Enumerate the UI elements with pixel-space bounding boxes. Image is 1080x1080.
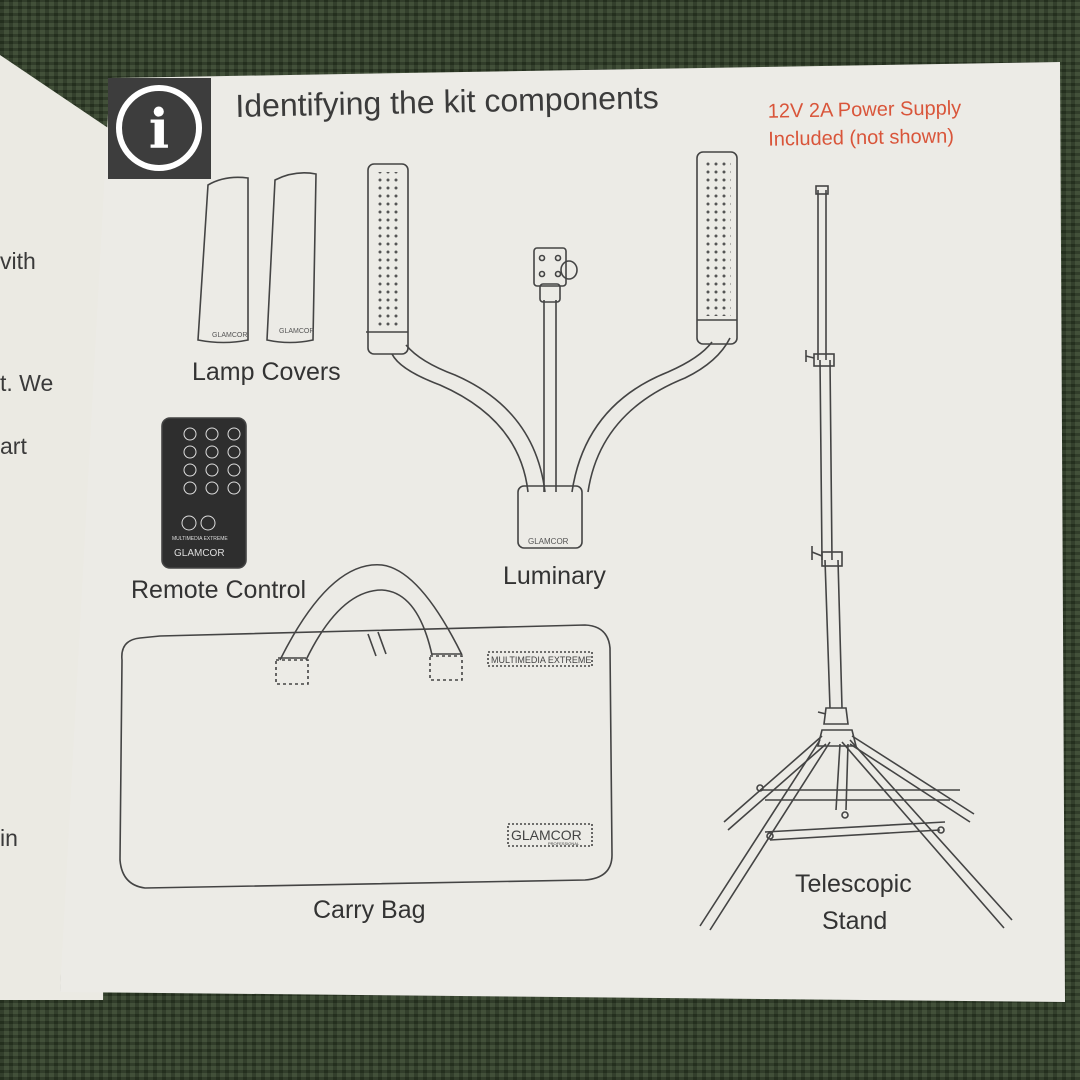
info-icon: i [108,78,211,179]
lamp-covers-illustration: GLAMCOR GLAMCOR [197,172,317,344]
luminary-illustration: GLAMCOR [366,151,738,549]
bag-sub-print: PROFESSIONAL [548,841,580,846]
bag-brand-print: GLAMCOR [511,827,582,843]
luminary-print: GLAMCOR [528,537,569,546]
luminary-label: Luminary [503,562,606,590]
lamp-cover-2-print: GLAMCOR [279,328,314,335]
telescopic-stand-illustration [699,185,1013,931]
lamp-cover-1-print: GLAMCOR [212,332,247,339]
left-page-text-1: vith [0,248,36,274]
info-icon-glyph: i [149,97,170,161]
left-page-text-3: art [0,433,27,459]
remote-control-illustration: MULTIMEDIA EXTREME GLAMCOR [161,417,247,569]
telescopic-stand-label-line1: Telescopic [795,870,912,898]
bag-series-print: MULTIMEDIA EXTREME [491,655,591,665]
left-page-text-4: in [0,825,18,851]
carry-bag-illustration: MULTIMEDIA EXTREME GLAMCOR PROFESSIONAL [119,564,613,889]
carry-bag-label: Carry Bag [313,896,426,924]
lamp-covers-label: Lamp Covers [192,358,341,386]
remote-brand-print: GLAMCOR [174,548,225,559]
remote-control-label: Remote Control [131,576,307,604]
left-page-text-2: t. We [0,370,54,396]
telescopic-stand-label-line2: Stand [822,907,888,935]
remote-series-print: MULTIMEDIA EXTREME [172,536,228,542]
